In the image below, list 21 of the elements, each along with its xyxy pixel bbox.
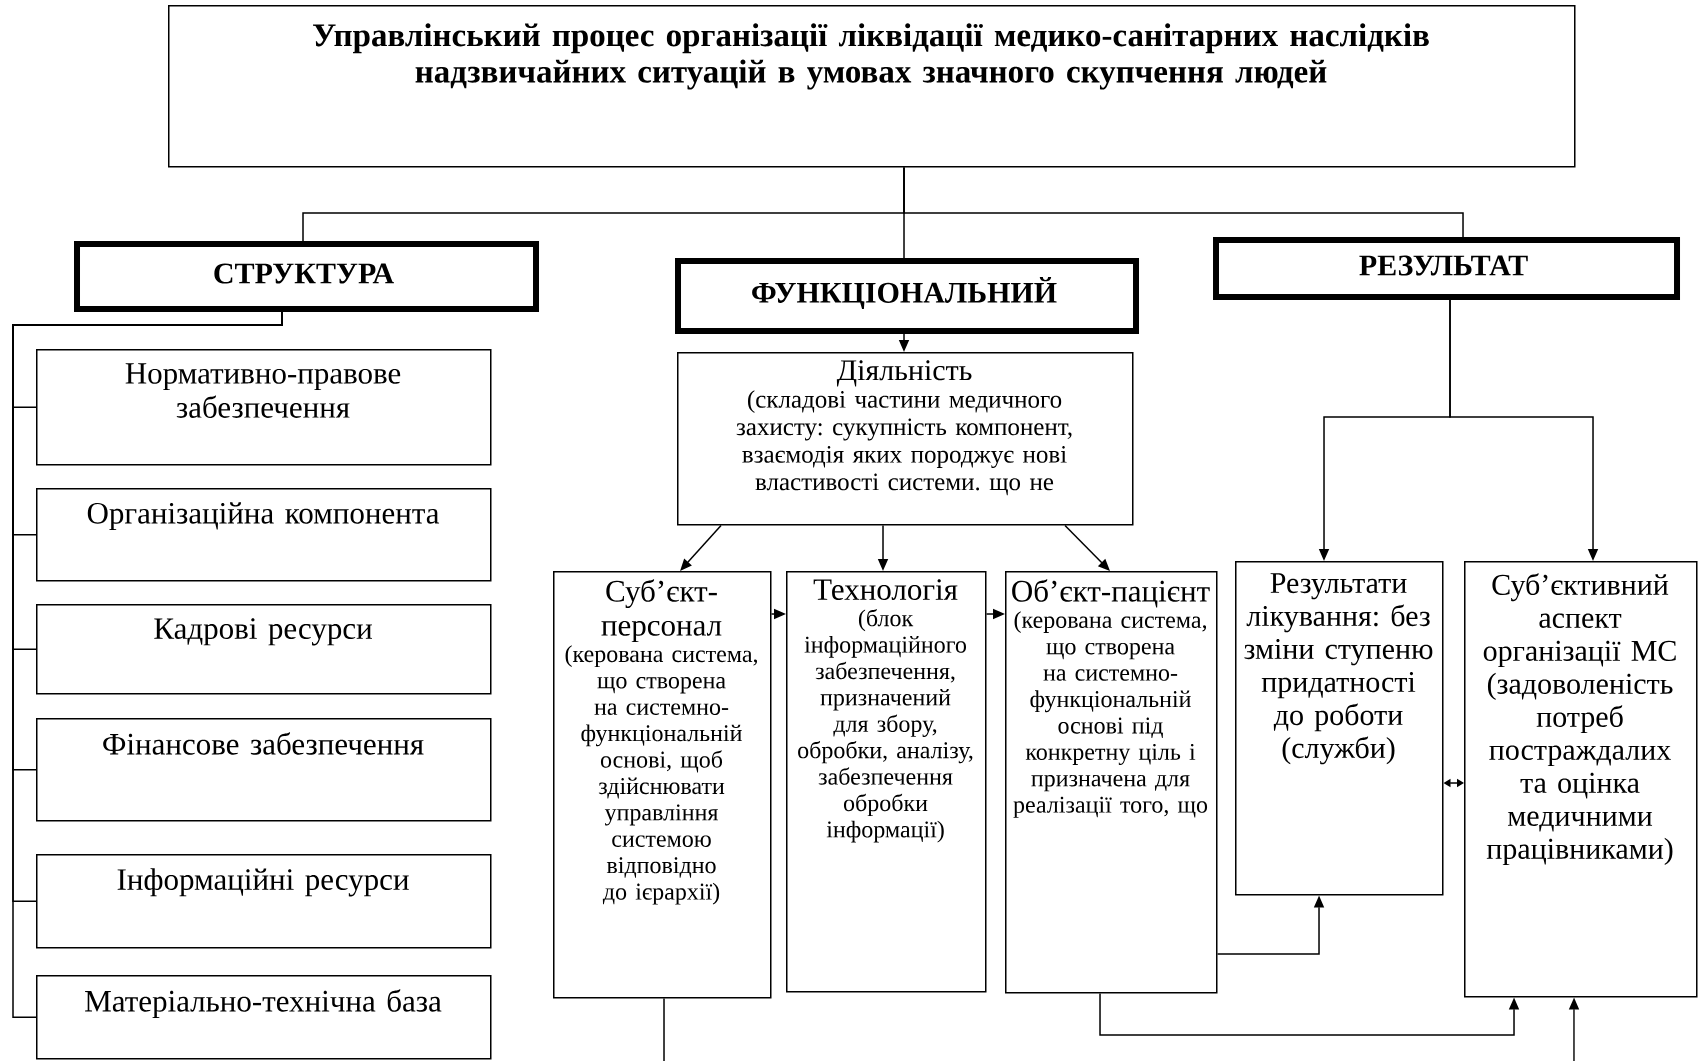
block-box: Суб’єкт-персонал (керована система, що створена на системно-функціональній основі, щоб здійснювати управління системою відповідно до ієрархії) <box>553 571 772 999</box>
component-box: Організаційна компонента <box>36 488 492 582</box>
component-box: Фінансове забезпечення <box>36 718 492 822</box>
arrow <box>1064 524 1110 571</box>
activity-box: Діяльність (складові частини медичного захисту: сукупність компонент, взаємодія яких породжує нові властивості системи. що не <box>677 352 1134 526</box>
title-box: Управлінський процес організації ліквідації медико-санітарних наслідків надзвичайних ситуацій в умовах значного скупчення людей <box>168 5 1576 168</box>
result-box: Результати лікування: без зміни ступеню придатності до роботи (служби) <box>1235 561 1444 896</box>
arrow <box>680 524 722 571</box>
component-box: Матеріально-технічна база <box>36 975 492 1060</box>
component-box: Кадрові ресурси <box>36 604 492 695</box>
connector <box>663 997 665 1061</box>
connector <box>903 166 1464 238</box>
connector <box>12 311 283 1018</box>
block-box: Об’єкт-пацієнт (керована система, що створена на системно-функціональній основі під конкретну ціль і призначена для реалізації того, що <box>1005 571 1218 994</box>
block-box: Технологія (блок інформаційного забезпечення, призначений для збору, обробки, аналізу, забезпечення обробки інформації) <box>786 571 987 993</box>
result-box: Суб’єктивний аспект організації МС (задоволеність потреб постраждалих та оцінка медичними працівниками) <box>1464 561 1698 998</box>
component-box: Нормативно-правове забезпечення <box>36 349 492 466</box>
heading-box: РЕЗУЛЬТАТ <box>1213 237 1680 300</box>
component-box: Інформаційні ресурси <box>36 854 492 949</box>
heading-box: ФУНКЦІОНАЛЬНИЙ <box>675 258 1139 334</box>
heading-box: СТРУКТУРА <box>74 241 539 312</box>
